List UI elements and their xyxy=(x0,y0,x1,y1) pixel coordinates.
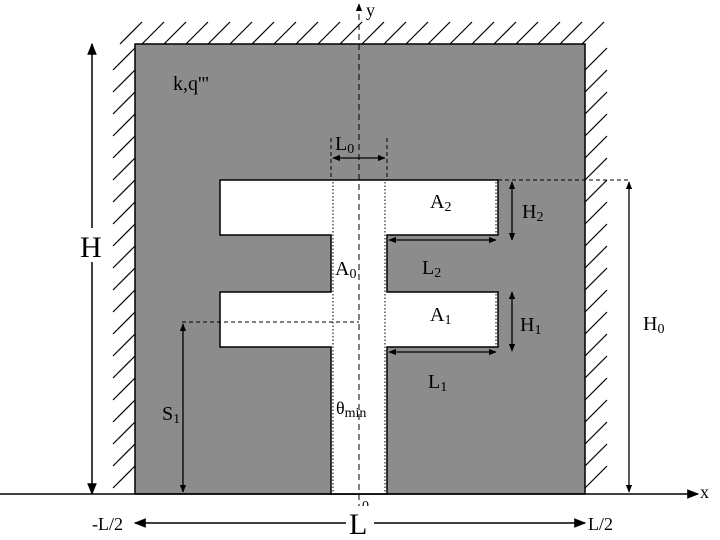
a0-label: A0 xyxy=(335,258,356,282)
h0-label: H0 xyxy=(643,313,664,337)
y-axis-label: y xyxy=(366,0,375,20)
material-label: k,q''' xyxy=(173,73,209,95)
s1-dimension xyxy=(179,321,359,493)
a2-label: A2 xyxy=(430,191,451,215)
l2-label: L2 xyxy=(422,257,441,281)
a1-label: A1 xyxy=(430,304,451,328)
h2-label: H2 xyxy=(522,201,543,225)
insert-dotted-edges xyxy=(332,182,497,492)
l-label: L xyxy=(349,508,367,540)
minus-half-l-label: -L/2 xyxy=(92,514,123,534)
h2-dimension xyxy=(498,179,630,241)
l0-dimension xyxy=(330,138,388,178)
left-wall-hatching xyxy=(112,47,136,489)
right-wall-hatching xyxy=(584,47,608,489)
s1-label: S1 xyxy=(162,403,180,427)
half-l-label: L/2 xyxy=(588,514,613,534)
l1-label: L1 xyxy=(428,371,447,395)
top-wall-hatching xyxy=(119,21,605,45)
h1-label: H1 xyxy=(520,314,541,338)
h-label: H xyxy=(80,231,102,264)
l0-label: L0 xyxy=(335,133,354,157)
theta-min-label: θmin xyxy=(336,398,366,421)
x-axis-label: x xyxy=(700,482,709,502)
